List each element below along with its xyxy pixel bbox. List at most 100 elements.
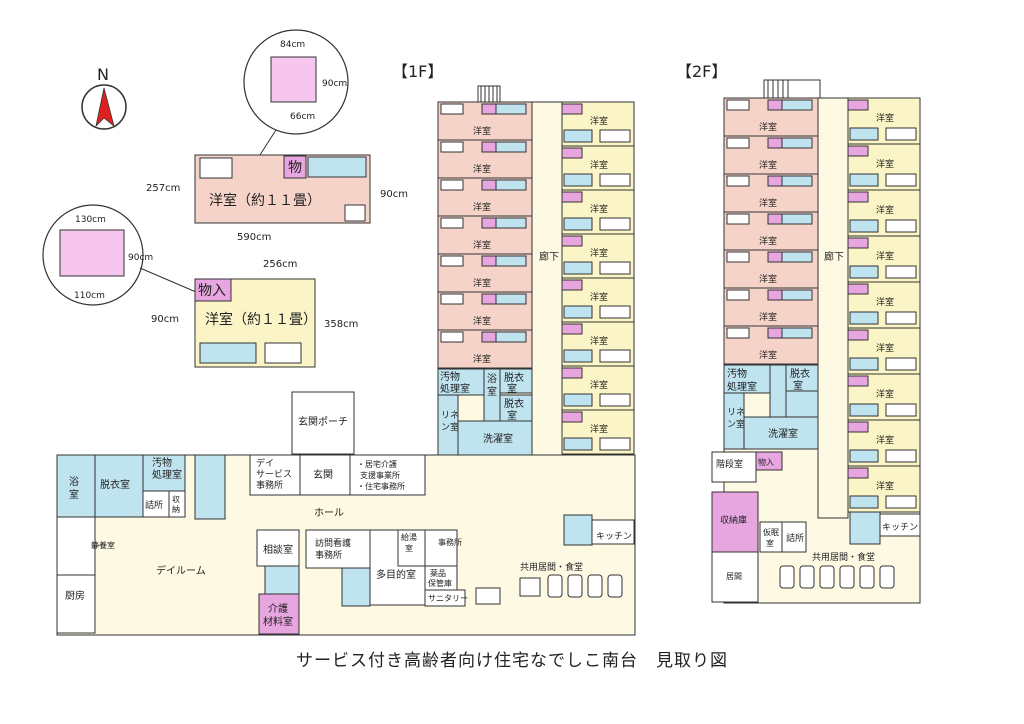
room-label: 洋室 bbox=[876, 434, 894, 446]
bubble-b-height: 90cm bbox=[128, 253, 153, 263]
svg-text:室: 室 bbox=[507, 409, 517, 422]
resident-room: 洋室 bbox=[561, 409, 635, 455]
room-label: 洋室 bbox=[473, 353, 491, 365]
detail-a-side: 90cm bbox=[380, 189, 408, 200]
svg-text:・住宅事務所: ・住宅事務所 bbox=[357, 481, 405, 491]
room-label: 洋室 bbox=[590, 291, 608, 303]
svg-text:リネ: リネ bbox=[727, 407, 745, 418]
detail-b-top: 256cm bbox=[263, 259, 297, 270]
room-label: 洋室 bbox=[473, 201, 491, 213]
resident-room: 洋室 bbox=[723, 211, 819, 251]
bubble-a-height: 90cm bbox=[322, 79, 347, 89]
room-label: 洋室 bbox=[590, 379, 608, 391]
hall-label: ホール bbox=[314, 507, 344, 519]
f1-kitchen-label: キッチン bbox=[596, 531, 632, 542]
resident-room: 洋室 bbox=[723, 97, 819, 137]
resident-room: 洋室 bbox=[437, 253, 533, 293]
kyoma-label: 居間 bbox=[726, 572, 742, 581]
svg-text:汚物: 汚物 bbox=[727, 367, 747, 380]
room-label: 洋室 bbox=[473, 239, 491, 251]
room-label: 洋室 bbox=[590, 247, 608, 259]
resident-room: 洋室 bbox=[847, 143, 921, 191]
resident-room: 洋室 bbox=[723, 249, 819, 289]
bubble-a-bottom: 66cm bbox=[290, 112, 315, 122]
svg-text:訪問看護: 訪問看護 bbox=[315, 537, 351, 549]
datsui-label: 脱衣室 bbox=[100, 478, 130, 491]
resident-room: 洋室 bbox=[561, 321, 635, 367]
sodan-label: 相談室 bbox=[263, 543, 293, 556]
resident-room: 洋室 bbox=[723, 325, 819, 365]
room-label: 洋室 bbox=[876, 342, 894, 354]
room-label: 洋室 bbox=[759, 159, 777, 171]
f1-corridor-label: 廊下 bbox=[539, 250, 559, 263]
room-label: 洋室 bbox=[759, 121, 777, 133]
room-label: 洋室 bbox=[876, 158, 894, 170]
bubble-a-width: 84cm bbox=[280, 40, 305, 50]
room-label: 洋室 bbox=[473, 277, 491, 289]
svg-text:事務所: 事務所 bbox=[315, 549, 342, 561]
svg-text:サービス: サービス bbox=[256, 469, 292, 480]
resident-room: 洋室 bbox=[847, 465, 921, 513]
resident-room: 洋室 bbox=[561, 365, 635, 411]
f1-datsui-2: 室 bbox=[507, 382, 517, 395]
resident-room: 洋室 bbox=[437, 101, 533, 141]
f2-common-label: 共用居間・食堂 bbox=[812, 551, 875, 563]
resident-room: 洋室 bbox=[847, 327, 921, 375]
caption: サービス付き高齢者向け住宅なでしこ南台 見取り図 bbox=[296, 651, 728, 671]
room-label: 洋室 bbox=[590, 159, 608, 171]
room-label: 洋室 bbox=[759, 197, 777, 209]
svg-text:保管庫: 保管庫 bbox=[428, 578, 452, 588]
svg-text:・居宅介護: ・居宅介護 bbox=[357, 459, 397, 469]
f1-obutsu-2: 処理室 bbox=[440, 382, 470, 395]
svg-text:デイ: デイ bbox=[256, 457, 274, 469]
svg-text:収: 収 bbox=[172, 494, 180, 504]
f2-kitchen-label: キッチン bbox=[882, 522, 918, 533]
svg-text:処理室: 処理室 bbox=[152, 468, 182, 481]
room-label: 洋室 bbox=[759, 349, 777, 361]
bubble-b-width: 130cm bbox=[75, 215, 106, 225]
room-label: 洋室 bbox=[876, 296, 894, 308]
resident-room: 洋室 bbox=[561, 189, 635, 235]
svg-text:処理室: 処理室 bbox=[727, 380, 757, 393]
resident-room: 洋室 bbox=[561, 233, 635, 279]
resident-room: 洋室 bbox=[847, 235, 921, 283]
f2-tsumesho-label: 詰所 bbox=[786, 532, 804, 544]
svg-text:室: 室 bbox=[766, 538, 774, 548]
f1-linen-1: リネ bbox=[441, 410, 459, 421]
resident-room: 洋室 bbox=[437, 139, 533, 179]
room-label: 洋室 bbox=[473, 315, 491, 327]
f1-yoku-2: 室 bbox=[487, 385, 497, 398]
svg-text:事務所: 事務所 bbox=[256, 479, 283, 491]
floor-2-title: 【2F】 bbox=[676, 62, 727, 81]
floor-2-service: 汚物 処理室 脱衣 室 リネ ン室 洗濯室 階段室 物入 収納庫 仮眠 室 詰所… bbox=[711, 364, 921, 603]
room-label: 洋室 bbox=[876, 480, 894, 492]
resident-room: 洋室 bbox=[437, 291, 533, 331]
resident-room: 洋室 bbox=[561, 101, 635, 147]
resident-room: 洋室 bbox=[437, 177, 533, 217]
resident-room: 洋室 bbox=[723, 135, 819, 175]
sanitary-label: サニタリー bbox=[428, 594, 468, 603]
f2-monoire-stair: 物入 bbox=[758, 457, 774, 467]
room-label: 洋室 bbox=[876, 250, 894, 262]
room-label: 洋室 bbox=[876, 112, 894, 124]
f1-obutsu-1: 汚物 bbox=[440, 370, 460, 383]
room-label: 洋室 bbox=[759, 311, 777, 323]
detail-a-room-label: 洋室（約１１畳） bbox=[209, 192, 321, 209]
f2-stair-label: 階段室 bbox=[716, 458, 743, 470]
f2-laundry-label: 洗濯室 bbox=[768, 427, 798, 440]
resident-room: 洋室 bbox=[847, 97, 921, 145]
room-label: 洋室 bbox=[876, 388, 894, 400]
resident-room: 洋室 bbox=[561, 277, 635, 323]
resident-room: 洋室 bbox=[437, 215, 533, 255]
room-label: 洋室 bbox=[590, 115, 608, 127]
detail-a-storage: 物 bbox=[288, 160, 302, 176]
svg-text:ン室: ン室 bbox=[727, 418, 745, 430]
genkan-porch-label: 玄関ポーチ bbox=[298, 415, 348, 428]
resident-room: 洋室 bbox=[847, 373, 921, 421]
svg-text:材料室: 材料室 bbox=[263, 615, 293, 628]
